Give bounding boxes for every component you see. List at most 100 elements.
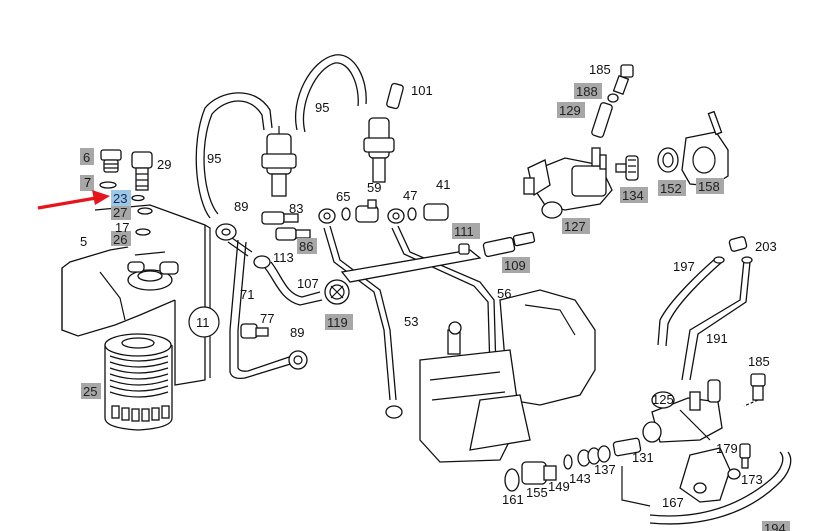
banjo-47[interactable]	[387, 207, 417, 224]
seal-152[interactable]	[657, 147, 679, 173]
spring-143[interactable]	[577, 445, 611, 467]
label-197[interactable]: 197	[673, 259, 695, 274]
label-29[interactable]: 29	[157, 157, 171, 172]
filter-housing[interactable]	[61, 204, 211, 386]
label-111[interactable]: 111	[454, 224, 474, 239]
label-83[interactable]: 83	[289, 201, 303, 216]
label-89-top[interactable]: 89	[234, 199, 248, 214]
fitting-137[interactable]	[612, 437, 651, 507]
callout-11[interactable]	[188, 306, 220, 338]
label-95-left[interactable]: 95	[207, 151, 221, 166]
washer-23-selected[interactable]	[131, 194, 145, 202]
label-6[interactable]: 6	[83, 150, 90, 165]
label-137[interactable]: 137	[594, 462, 616, 477]
bleed-screw-6[interactable]	[100, 149, 122, 173]
label-179[interactable]: 179	[716, 441, 738, 456]
label-194[interactable]: 194	[764, 521, 786, 531]
washer-7[interactable]	[99, 181, 117, 189]
label-89-bottom[interactable]: 89	[290, 325, 304, 340]
hose-95-left[interactable]	[195, 92, 273, 219]
label-185-top[interactable]: 185	[589, 62, 611, 77]
label-56[interactable]: 56	[497, 286, 511, 301]
label-173[interactable]: 173	[741, 472, 763, 487]
label-131[interactable]: 131	[632, 450, 654, 465]
bolt-185-top[interactable]	[612, 64, 634, 96]
injector-left[interactable]	[261, 126, 297, 197]
label-119[interactable]: 119	[327, 315, 348, 330]
washer-26[interactable]	[135, 228, 151, 236]
label-95-right[interactable]: 95	[315, 100, 329, 115]
label-188[interactable]: 188	[576, 84, 598, 99]
label-143[interactable]: 143	[569, 471, 591, 486]
hose-197[interactable]	[657, 256, 725, 347]
label-127[interactable]: 127	[564, 219, 586, 234]
label-149[interactable]: 149	[548, 479, 570, 494]
hose-95-right[interactable]	[295, 54, 367, 133]
fitting-109[interactable]	[482, 231, 536, 258]
valve-134[interactable]	[615, 155, 639, 181]
label-86[interactable]: 86	[299, 239, 313, 254]
fuel-line-53[interactable]	[323, 225, 403, 419]
elbow-203[interactable]	[728, 236, 748, 252]
label-23[interactable]: 23	[113, 191, 127, 206]
fuel-line-71[interactable]	[229, 239, 298, 380]
banjo-bolt-41[interactable]	[423, 203, 449, 221]
clamp-161[interactable]	[504, 468, 520, 492]
banjo-65[interactable]	[318, 208, 336, 224]
washer-59[interactable]	[341, 207, 351, 221]
label-191[interactable]: 191	[706, 331, 728, 346]
banjo-bolt-83[interactable]	[261, 211, 299, 225]
label-129[interactable]: 129	[559, 103, 581, 118]
bracket-131[interactable]	[679, 447, 731, 503]
washer-188[interactable]	[607, 93, 619, 103]
banjo-fitting-89[interactable]	[215, 223, 253, 257]
filter-cartridge[interactable]	[104, 333, 173, 431]
label-109[interactable]: 109	[504, 258, 526, 273]
label-185-right[interactable]: 185	[748, 354, 770, 369]
label-26[interactable]: 26	[113, 232, 127, 247]
bolt-29[interactable]	[131, 151, 153, 191]
union-155[interactable]	[521, 461, 557, 485]
label-113[interactable]: 113	[273, 250, 294, 265]
label-161[interactable]: 161	[502, 492, 524, 507]
fitting-111[interactable]	[458, 243, 470, 255]
label-125[interactable]: 125	[652, 392, 674, 407]
banjo-bolt-59[interactable]	[355, 199, 379, 223]
label-152[interactable]: 152	[660, 181, 682, 196]
label-17[interactable]: 17	[115, 220, 129, 235]
label-25[interactable]: 25	[83, 384, 97, 399]
label-47[interactable]: 47	[403, 188, 417, 203]
label-53[interactable]: 53	[404, 314, 418, 329]
label-59[interactable]: 59	[367, 180, 381, 195]
pump-assembly-125[interactable]	[642, 379, 723, 443]
label-7[interactable]: 7	[84, 175, 91, 190]
label-11[interactable]: 11	[196, 315, 210, 330]
washer-149[interactable]	[563, 454, 573, 470]
hose-107[interactable]	[264, 261, 323, 306]
hose-191[interactable]	[681, 256, 753, 381]
bolt-185-right[interactable]	[743, 373, 766, 407]
injection-pump[interactable]	[340, 249, 596, 463]
banjo-bolt-77[interactable]	[240, 323, 269, 339]
label-107[interactable]: 107	[297, 276, 319, 291]
hand-pump-127[interactable]	[523, 147, 613, 219]
label-65[interactable]: 65	[336, 189, 350, 204]
label-155[interactable]: 155	[526, 485, 548, 500]
label-5[interactable]: 5	[80, 234, 87, 249]
banjo-89-lower[interactable]	[288, 350, 308, 370]
label-167[interactable]: 167	[662, 495, 684, 510]
label-101[interactable]: 101	[411, 83, 433, 98]
label-41[interactable]: 41	[436, 177, 450, 192]
washer-27[interactable]	[137, 207, 153, 215]
screen-119[interactable]	[324, 279, 350, 305]
label-134[interactable]: 134	[622, 188, 644, 203]
sleeve-101[interactable]	[386, 82, 404, 110]
label-203[interactable]: 203	[755, 239, 777, 254]
label-158[interactable]: 158	[698, 179, 720, 194]
fitting-113[interactable]	[253, 255, 271, 269]
spacer-129[interactable]	[591, 102, 613, 138]
injector-right[interactable]	[363, 117, 395, 183]
banjo-bolt-86[interactable]	[275, 227, 311, 241]
housing-158[interactable]	[681, 110, 729, 187]
nut-173[interactable]	[727, 468, 741, 480]
